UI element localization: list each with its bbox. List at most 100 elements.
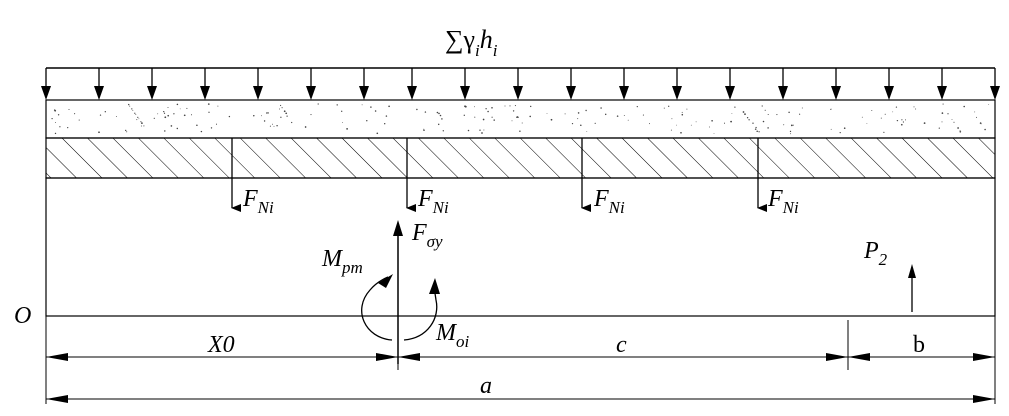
soil-speck [463, 114, 465, 116]
soil-texture [51, 103, 990, 135]
soil-speck [128, 103, 130, 106]
soil-speck [67, 126, 69, 129]
soil-speck [942, 103, 944, 105]
soil-speck [752, 122, 754, 124]
soil-speck [586, 130, 588, 132]
soil-speck [755, 126, 757, 129]
soil-speck [756, 130, 758, 132]
soil-speck [758, 131, 760, 133]
soil-speck [723, 122, 726, 124]
soil-speck [843, 127, 846, 129]
soil-speck [761, 105, 763, 107]
soil-speck [974, 111, 976, 113]
soil-speck [99, 114, 102, 116]
dim-label-a: a [480, 373, 492, 399]
load-arrows [41, 68, 1000, 100]
soil-speck [135, 114, 137, 116]
soil-speck [273, 125, 275, 127]
soil-speck [385, 115, 388, 117]
soil-speck [571, 123, 574, 125]
soil-speck [384, 123, 386, 125]
soil-speck [336, 104, 338, 106]
soil-layer [45, 99, 996, 139]
soil-speck [207, 103, 210, 105]
soil-speck [98, 131, 100, 134]
soil-speck [280, 104, 282, 107]
soil-speck [68, 108, 70, 111]
fni-label-2: FNi [417, 186, 449, 217]
soil-speck [474, 116, 476, 118]
dim-label-c: c [616, 332, 627, 358]
soil-speck [439, 114, 442, 117]
soil-speck [487, 110, 489, 113]
hatched-layer [45, 137, 996, 179]
soil-speck [215, 123, 218, 125]
soil-speck [984, 128, 986, 131]
soil-speck [902, 121, 905, 123]
soil-speck [267, 112, 269, 114]
soil-speck [776, 114, 778, 116]
soil-speck [483, 129, 485, 131]
soil-speck [963, 105, 966, 108]
soil-speck [730, 120, 732, 123]
h-symbol: h [480, 25, 493, 54]
soil-speck [519, 130, 521, 132]
soil-speck [78, 119, 80, 121]
soil-speck [437, 123, 440, 126]
soil-speck [901, 119, 903, 121]
soil-speck [54, 132, 57, 135]
soil-speck [744, 113, 746, 115]
soil-speck [376, 132, 379, 135]
soil-speck [923, 122, 926, 124]
soil-speck [521, 122, 523, 124]
soil-speck [291, 121, 293, 124]
soil-speck [115, 116, 117, 118]
soil-speck [959, 130, 961, 132]
soil-speck [642, 114, 644, 116]
soil-speck [913, 106, 915, 108]
soil-speck [485, 108, 487, 110]
soil-speck [711, 119, 713, 122]
load-arrow-head [407, 86, 417, 100]
load-arrow-head [566, 86, 576, 100]
load-arrow-head [200, 86, 210, 100]
soil-speck [341, 110, 343, 112]
soil-speck [895, 106, 898, 108]
soil-speck [801, 107, 803, 109]
soil-speck [680, 131, 682, 134]
soil-speck [975, 116, 978, 118]
soil-speck [310, 114, 312, 116]
soil-speck [210, 127, 213, 129]
soil-speck [790, 133, 792, 135]
soil-speck [136, 119, 138, 121]
soil-speck [163, 110, 165, 113]
moment-oi: Moi [403, 278, 470, 351]
soil-speck [509, 105, 511, 107]
soil-speck [176, 103, 179, 106]
soil-speck [585, 109, 587, 112]
soil-speck [616, 115, 619, 117]
soil-speck [423, 128, 425, 130]
soil-speck [179, 108, 181, 110]
soil-speck [125, 129, 127, 132]
soil-speck [517, 116, 519, 118]
soil-speck [183, 114, 186, 117]
soil-speck [134, 112, 136, 114]
soil-speck [788, 111, 790, 114]
soil-speck [208, 111, 210, 113]
soil-speck [512, 110, 515, 112]
soil-speck [143, 125, 145, 127]
soil-speck [196, 124, 198, 126]
soil-speck [153, 117, 155, 119]
soil-speck [217, 105, 219, 107]
sum-gamma-symbol: ∑γ [445, 25, 475, 54]
soil-speck [346, 128, 348, 130]
soil-speck [481, 132, 483, 134]
soil-speck [164, 130, 166, 132]
soil-speck [276, 124, 278, 127]
soil-speck [871, 110, 873, 111]
soil-speck [272, 123, 273, 125]
soil-speck [260, 115, 262, 117]
soil-speck [54, 109, 57, 112]
soil-speck [980, 123, 982, 125]
